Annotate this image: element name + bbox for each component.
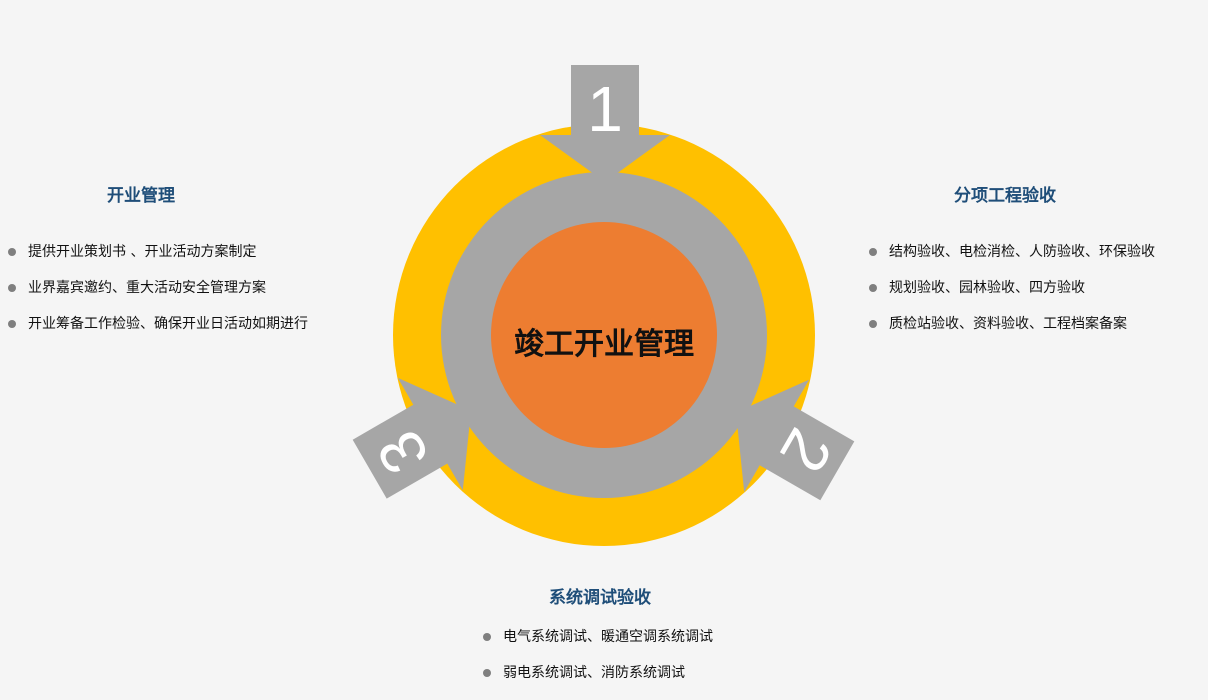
list-item: 质检站验收、资料验收、工程档案备案 xyxy=(869,315,1155,333)
core-circle xyxy=(491,222,717,448)
item-list: 电气系统调试、暖通空调系统调试 弱电系统调试、消防系统调试 xyxy=(483,628,713,700)
list-item-text: 提供开业策划书 、开业活动方案制定 xyxy=(28,244,257,260)
section-title: 系统调试验收 xyxy=(549,588,651,608)
bullet-icon xyxy=(8,248,16,256)
list-item-text: 业界嘉宾邀约、重大活动安全管理方案 xyxy=(28,280,266,296)
bullet-icon xyxy=(483,669,491,677)
list-item: 提供开业策划书 、开业活动方案制定 xyxy=(8,243,308,261)
bullet-icon xyxy=(8,284,16,292)
list-item-text: 质检站验收、资料验收、工程档案备案 xyxy=(889,316,1127,332)
bullet-icon xyxy=(869,248,877,256)
bullet-icon xyxy=(869,320,877,328)
list-item: 开业筹备工作检验、确保开业日活动如期进行 xyxy=(8,315,308,333)
bullet-icon xyxy=(8,320,16,328)
list-item-text: 开业筹备工作检验、确保开业日活动如期进行 xyxy=(28,316,308,332)
list-item: 弱电系统调试、消防系统调试 xyxy=(483,664,713,682)
bullet-icon xyxy=(483,633,491,641)
list-item-text: 结构验收、电检消检、人防验收、环保验收 xyxy=(889,244,1155,260)
item-list: 提供开业策划书 、开业活动方案制定 业界嘉宾邀约、重大活动安全管理方案 开业筹备… xyxy=(8,243,308,351)
item-list: 结构验收、电检消检、人防验收、环保验收 规划验收、园林验收、四方验收 质检站验收… xyxy=(869,243,1155,351)
center-title: 竣工开业管理 xyxy=(514,327,694,362)
list-item: 规划验收、园林验收、四方验收 xyxy=(869,279,1155,297)
list-item-text: 规划验收、园林验收、四方验收 xyxy=(889,280,1085,296)
section-title: 分项工程验收 xyxy=(954,186,1056,206)
list-item-text: 电气系统调试、暖通空调系统调试 xyxy=(503,629,713,645)
list-item-text: 弱电系统调试、消防系统调试 xyxy=(503,665,685,681)
list-item: 结构验收、电检消检、人防验收、环保验收 xyxy=(869,243,1155,261)
bullet-icon xyxy=(869,284,877,292)
step-number-1: 1 xyxy=(587,73,623,145)
list-item: 业界嘉宾邀约、重大活动安全管理方案 xyxy=(8,279,308,297)
step-arrow-1: 1 xyxy=(540,65,670,182)
list-item: 电气系统调试、暖通空调系统调试 xyxy=(483,628,713,646)
section-title: 开业管理 xyxy=(107,186,175,206)
